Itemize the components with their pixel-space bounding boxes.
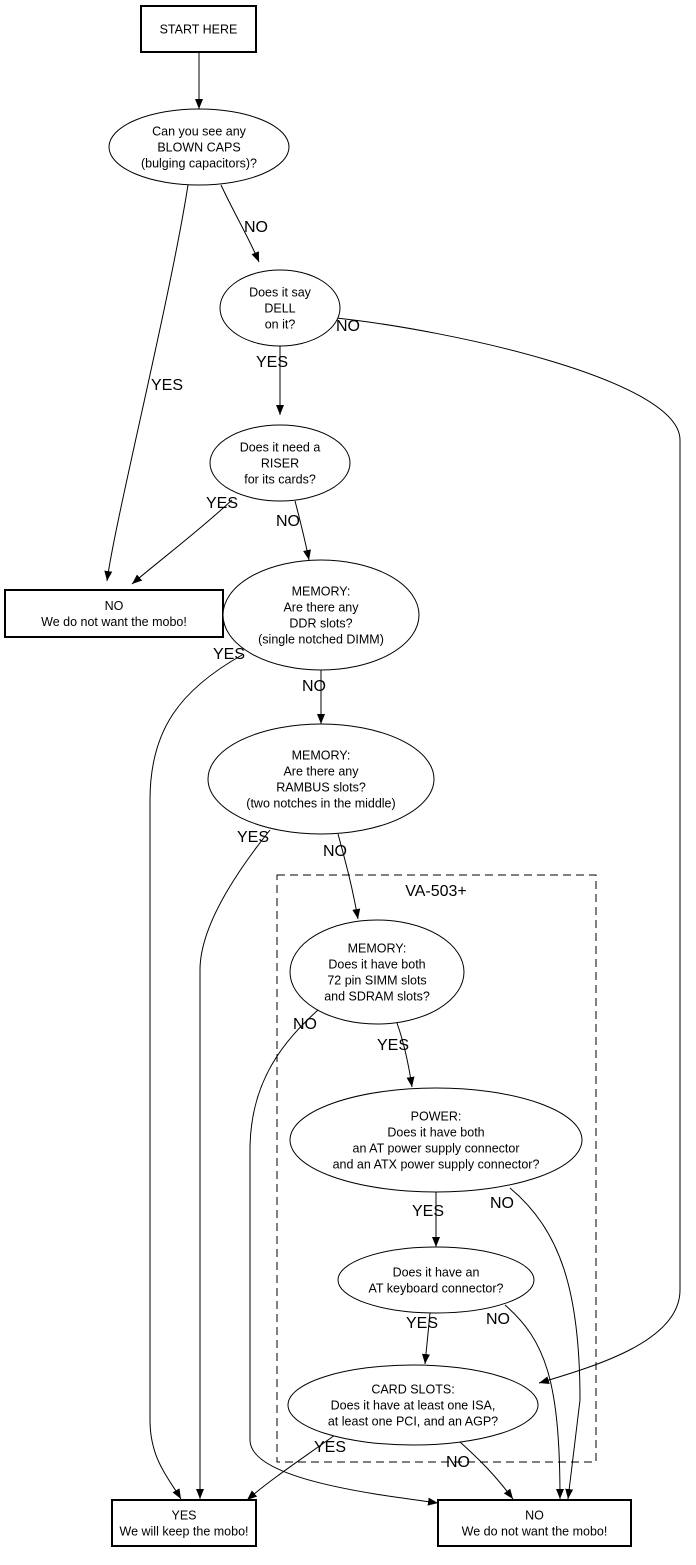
node-text: NO xyxy=(105,599,124,613)
edge-rambus-to-yes xyxy=(196,829,271,1499)
edge-label-yes: YES xyxy=(206,495,238,512)
node-shape xyxy=(219,269,341,347)
node-text: an AT power supply connector xyxy=(353,1142,520,1156)
node-text: DDR slots? xyxy=(289,617,352,631)
edge-label-no: NO xyxy=(336,318,360,335)
node-text: MEMORY: xyxy=(348,942,407,956)
node-text: and SDRAM slots? xyxy=(324,990,430,1004)
node-card: CARD SLOTS: Does it have at least one ISA… xyxy=(287,1364,539,1446)
node-noB: NO We do not want the mobo! xyxy=(437,1499,632,1547)
node-text: POWER: xyxy=(411,1110,462,1124)
node-shape xyxy=(437,1499,632,1547)
edge-power-to-noB xyxy=(509,1187,581,1500)
edge-label-no: NO xyxy=(490,1195,514,1212)
node-noA: NO We do not want the mobo! xyxy=(4,589,224,638)
edge-rambus-to-simm xyxy=(337,833,361,920)
edge-label-no: NO xyxy=(244,219,268,236)
edge-simm-to-power xyxy=(396,1022,415,1088)
edge-label-yes: YES xyxy=(237,829,269,846)
edge-label-no: NO xyxy=(302,678,326,695)
node-text: MEMORY: xyxy=(292,749,351,763)
edge-label-yes: YES xyxy=(406,1315,438,1332)
node-shape xyxy=(289,919,465,1025)
edge-label-yes: YES xyxy=(314,1439,346,1456)
node-text: Does it say xyxy=(249,286,312,300)
node-power: POWER: Does it have both an AT power suppl… xyxy=(289,1087,583,1193)
edge-kbd-to-noB xyxy=(504,1304,564,1500)
cluster-label: VA-503+ xyxy=(405,883,467,900)
node-shape xyxy=(207,723,435,835)
edge-riser-to-ddr xyxy=(294,500,311,561)
node-text: Does it have at least one ISA, xyxy=(331,1399,496,1413)
node-text: Are there any xyxy=(283,765,359,779)
node-text: DELL xyxy=(264,302,295,316)
node-text: (single notched DIMM) xyxy=(258,633,384,647)
node-text: START HERE xyxy=(160,23,238,37)
node-shape xyxy=(111,1499,257,1547)
edge-simm-to-noB xyxy=(249,1009,439,1506)
node-riser: Does it need a RISER for its cards? xyxy=(209,424,351,502)
edge-riser-to-noA xyxy=(131,499,233,585)
node-shape xyxy=(4,589,224,638)
edge-label-no: NO xyxy=(293,1016,317,1033)
node-kbd: Does it have an AT keyboard connector? xyxy=(337,1246,535,1314)
node-shape xyxy=(140,5,257,53)
node-text: RAMBUS slots? xyxy=(276,781,366,795)
node-text: Does it need a xyxy=(240,441,321,455)
node-text: RISER xyxy=(261,457,299,471)
node-text: on it? xyxy=(265,318,296,332)
node-text: YES xyxy=(171,1509,196,1523)
edge-label-yes: YES xyxy=(412,1203,444,1220)
node-text: 72 pin SIMM slots xyxy=(327,974,426,988)
node-shape xyxy=(337,1246,535,1314)
node-shape xyxy=(287,1364,539,1446)
node-shape xyxy=(289,1087,583,1193)
node-text: and an ATX power supply connector? xyxy=(333,1158,540,1172)
edge-card-to-noB xyxy=(459,1441,514,1500)
edge-ddr-to-yes xyxy=(149,654,243,1500)
node-shape xyxy=(108,108,290,186)
node-text: Does it have both xyxy=(387,1126,484,1140)
edge-label-yes: YES xyxy=(256,354,288,371)
node-shape xyxy=(209,424,351,502)
node-text: Are there any xyxy=(283,601,359,615)
edge-label-no: NO xyxy=(486,1311,510,1328)
edge-label-yes: YES xyxy=(213,646,245,663)
node-text: We will keep the mobo! xyxy=(120,1525,249,1539)
edge-label-no: NO xyxy=(276,513,300,530)
edge-blown-to-noA xyxy=(104,184,189,582)
node-yes: YES We will keep the mobo! xyxy=(111,1499,257,1547)
node-text: We do not want the mobo! xyxy=(41,615,187,629)
node-text: for its cards? xyxy=(244,473,316,487)
node-start: START HERE xyxy=(140,5,257,53)
node-text: (two notches in the middle) xyxy=(246,797,395,811)
node-text: BLOWN CAPS xyxy=(157,141,240,155)
node-text: MEMORY: xyxy=(292,585,351,599)
node-text: We do not want the mobo! xyxy=(462,1525,608,1539)
node-text: CARD SLOTS: xyxy=(371,1383,454,1397)
edge-label-no: NO xyxy=(323,843,347,860)
node-text: Does it have both xyxy=(328,958,425,972)
cluster-va-503 xyxy=(276,874,597,1463)
edge-label-no: NO xyxy=(446,1454,470,1471)
node-text: AT keyboard connector? xyxy=(368,1282,503,1296)
node-text: at least one PCI, and an AGP? xyxy=(328,1415,498,1429)
node-shape xyxy=(222,559,420,671)
node-text: Can you see any xyxy=(152,125,247,139)
edge-dell-to-card xyxy=(335,317,681,1385)
edge-blown-to-dell xyxy=(220,184,260,263)
edge-label-yes: YES xyxy=(151,377,183,394)
edge-card-to-yes xyxy=(246,1434,336,1501)
edge-kbd-to-card xyxy=(421,1312,431,1365)
node-text: NO xyxy=(525,1509,544,1523)
node-simm: MEMORY: Does it have both 72 pin SIMM slot… xyxy=(289,919,465,1025)
edge-label-yes: YES xyxy=(377,1037,409,1054)
node-text: (bulging capacitors)? xyxy=(141,157,257,171)
node-text: Does it have an xyxy=(393,1266,480,1280)
